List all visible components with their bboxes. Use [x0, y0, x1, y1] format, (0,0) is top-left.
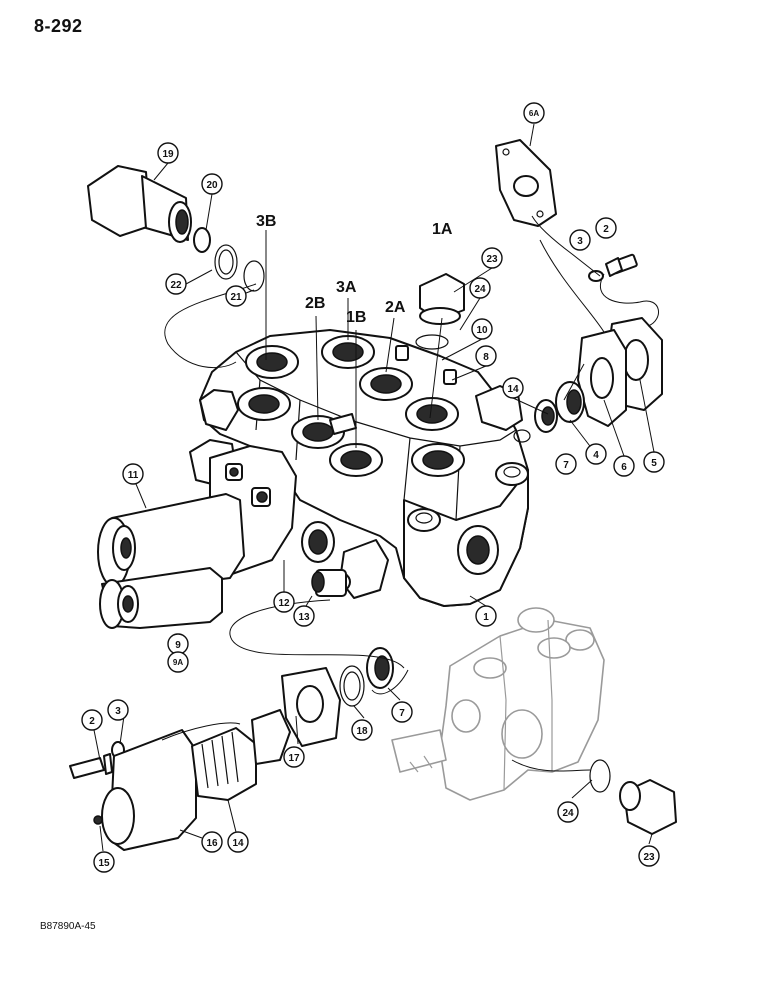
svg-text:23: 23: [486, 254, 498, 265]
callout-10: 10: [471, 318, 493, 340]
callout-18: 18: [351, 719, 373, 741]
svg-text:14: 14: [232, 838, 244, 849]
svg-text:2: 2: [603, 224, 609, 235]
callout-6a: 6A: [523, 102, 545, 124]
svg-text:3: 3: [577, 236, 583, 247]
svg-text:21: 21: [230, 292, 242, 303]
svg-text:16: 16: [206, 838, 218, 849]
callout-14-bottom: 14: [227, 831, 249, 853]
callout-8: 8: [475, 345, 497, 367]
port-label-1a: 1A: [432, 221, 453, 238]
svg-text:12: 12: [278, 598, 290, 609]
callout-1: 1: [475, 605, 497, 627]
svg-text:11: 11: [128, 470, 139, 481]
callout-5: 5: [643, 451, 665, 473]
right-end-stack: [534, 317, 663, 433]
port-labels: 3B 2B 3A 1B 2A 1A: [256, 213, 453, 326]
svg-text:15: 15: [98, 858, 110, 869]
callout-19: 19: [157, 142, 179, 164]
callout-4: 4: [585, 443, 607, 465]
callout-24-bottom: 24: [557, 801, 579, 823]
phantom-valve-view: [391, 607, 605, 801]
fitting-19-group: [87, 165, 265, 292]
port-label-3a: 3A: [336, 279, 357, 296]
port-label-1b: 1B: [346, 309, 366, 326]
callout-23-bottom: 23: [638, 845, 660, 867]
svg-text:18: 18: [356, 726, 368, 737]
svg-text:9: 9: [175, 640, 181, 651]
svg-text:4: 4: [593, 450, 599, 461]
callout-11: 11: [122, 463, 144, 485]
svg-text:2: 2: [89, 716, 95, 727]
callout-23-top: 23: [481, 247, 503, 269]
work-ports: [237, 335, 465, 477]
valve-body: [189, 329, 531, 607]
callout-12: 12: [273, 591, 295, 613]
svg-text:8: 8: [483, 352, 489, 363]
callout-21: 21: [225, 285, 247, 307]
figure-code: B87890A-45: [40, 921, 96, 932]
callout-14-top: 14: [502, 377, 524, 399]
callout-7-top: 7: [555, 453, 577, 475]
plug-23-top: [415, 273, 465, 350]
callout-9: 9: [167, 633, 189, 655]
gasket-6a-group: [495, 139, 638, 282]
svg-text:14: 14: [507, 384, 519, 395]
solenoid-assembly: [97, 445, 297, 629]
svg-text:6A: 6A: [529, 109, 539, 118]
svg-text:3: 3: [115, 706, 121, 717]
leader-lines: [93, 123, 659, 852]
bottom-cap-group: [69, 647, 394, 851]
svg-text:22: 22: [170, 280, 182, 291]
plug-23-bottom: [589, 759, 677, 835]
port-label-2a: 2A: [385, 299, 406, 316]
callout-7-bottom: 7: [391, 701, 413, 723]
callout-20: 20: [201, 173, 223, 195]
svg-text:6: 6: [621, 462, 627, 473]
port-label-3b: 3B: [256, 213, 276, 230]
callout-15: 15: [93, 851, 115, 873]
svg-text:9A: 9A: [173, 658, 183, 667]
callout-22: 22: [165, 273, 187, 295]
svg-text:24: 24: [562, 808, 574, 819]
callout-2-bottom: 2: [81, 709, 103, 731]
port-label-2b: 2B: [305, 295, 325, 312]
callout-17: 17: [283, 746, 305, 768]
svg-text:7: 7: [563, 460, 569, 471]
svg-text:1: 1: [483, 612, 489, 623]
svg-text:19: 19: [162, 149, 174, 160]
svg-text:10: 10: [476, 325, 488, 336]
svg-text:7: 7: [399, 708, 405, 719]
callout-9a: 9A: [167, 651, 189, 673]
svg-text:24: 24: [474, 284, 486, 295]
callout-6: 6: [613, 455, 635, 477]
svg-text:13: 13: [298, 612, 310, 623]
callout-16: 16: [201, 831, 223, 853]
callout-3-bottom: 3: [107, 699, 129, 721]
svg-text:20: 20: [206, 180, 218, 191]
svg-text:17: 17: [288, 753, 300, 764]
callout-3-top: 3: [569, 229, 591, 251]
callouts: 19 20 22 21 6A 3 2 23 24 10 8 14 7 4 6 5…: [81, 102, 665, 873]
callout-2-top: 2: [595, 217, 617, 239]
svg-text:5: 5: [651, 458, 657, 469]
svg-text:23: 23: [643, 852, 655, 863]
callout-24-top: 24: [469, 277, 491, 299]
callout-13: 13: [293, 605, 315, 627]
page-number: 8-292: [34, 16, 83, 36]
